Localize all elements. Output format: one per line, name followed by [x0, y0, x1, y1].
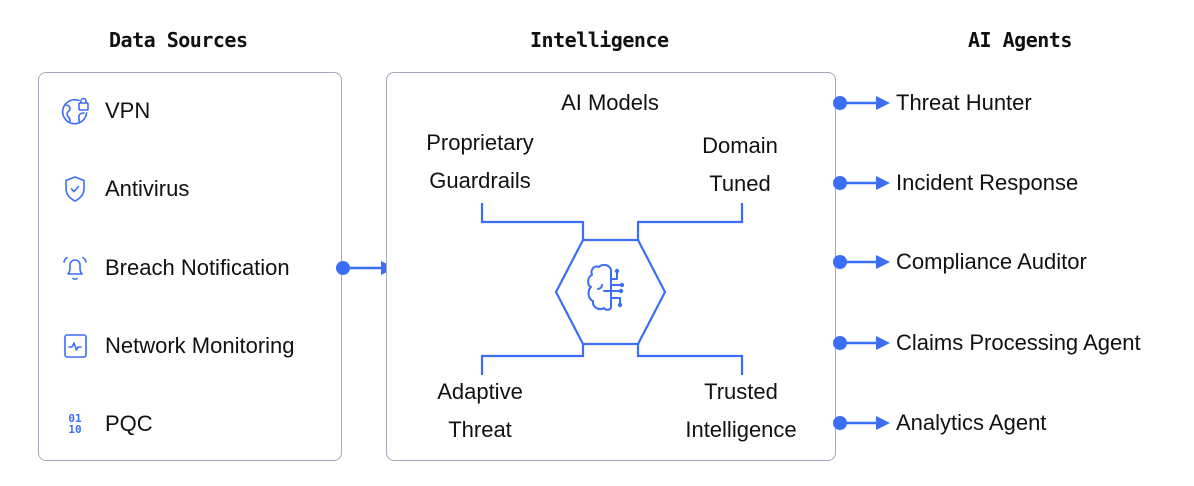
bell-ring-icon	[59, 252, 91, 284]
agent-label: Analytics Agent	[896, 410, 1047, 435]
source-label: Network Monitoring	[105, 333, 295, 358]
ai-models-label: AI Models	[561, 90, 659, 115]
agent-compliance-auditor[interactable]: Compliance Auditor	[830, 247, 1087, 277]
agent-connector-arrow	[833, 176, 890, 190]
source-label: VPN	[105, 98, 151, 123]
proprietary-label-line1: Proprietary	[426, 130, 534, 155]
guardrails-label-line2: Guardrails	[429, 168, 531, 193]
data-sources-title: Data Sources	[109, 28, 248, 52]
globe-lock-icon	[59, 95, 91, 127]
intelligence-title: Intelligence	[530, 28, 669, 52]
shield-check-icon	[59, 173, 91, 205]
connector-bottom-right	[636, 344, 744, 375]
source-label: PQC	[105, 411, 153, 436]
agent-label: Incident Response	[896, 170, 1079, 195]
domain-label-line1: Domain	[702, 133, 778, 158]
agent-threat-hunter[interactable]: Threat Hunter	[830, 88, 1032, 118]
data-sources-panel: VPN Antivirus Breach Notification	[38, 72, 342, 461]
agent-label: Claims Processing Agent	[896, 330, 1141, 355]
agent-connector-arrow	[833, 96, 890, 110]
binary-top: 01	[68, 412, 82, 425]
source-item-network-monitoring[interactable]: Network Monitoring	[59, 331, 295, 361]
brain-circuit-icon	[587, 263, 623, 311]
connector-bottom-left	[480, 344, 585, 375]
trusted-label-line1: Trusted	[704, 379, 778, 404]
source-item-pqc[interactable]: 01 10 PQC	[59, 408, 153, 440]
source-item-vpn[interactable]: VPN	[59, 96, 150, 126]
agent-analytics[interactable]: Analytics Agent	[830, 408, 1046, 438]
threat-label-line2: Threat	[448, 417, 512, 442]
agent-label: Threat Hunter	[896, 90, 1032, 115]
source-item-breach-notification[interactable]: Breach Notification	[59, 253, 290, 283]
agent-claims-processing[interactable]: Claims Processing Agent	[830, 328, 1141, 358]
agent-connector-arrow	[833, 336, 890, 350]
intelligence-label-line2: Intelligence	[685, 417, 797, 442]
agent-label: Compliance Auditor	[896, 249, 1087, 274]
tuned-label-line2: Tuned	[709, 171, 771, 196]
connector-top-left	[480, 203, 585, 240]
agent-connector-arrow	[833, 255, 890, 269]
binary-icon: 01 10	[59, 408, 91, 440]
intelligence-panel	[386, 72, 836, 461]
activity-monitor-icon	[59, 330, 91, 362]
binary-bottom: 10	[68, 423, 82, 436]
agent-incident-response[interactable]: Incident Response	[830, 168, 1078, 198]
source-label: Breach Notification	[105, 255, 290, 280]
connector-top-right	[636, 203, 744, 240]
agent-connector-arrow	[833, 416, 890, 430]
adaptive-label-line1: Adaptive	[437, 379, 523, 404]
source-item-antivirus[interactable]: Antivirus	[59, 174, 189, 204]
ai-agents-title: AI Agents	[968, 28, 1072, 52]
source-label: Antivirus	[105, 176, 190, 201]
ai-models-hub	[480, 203, 744, 375]
